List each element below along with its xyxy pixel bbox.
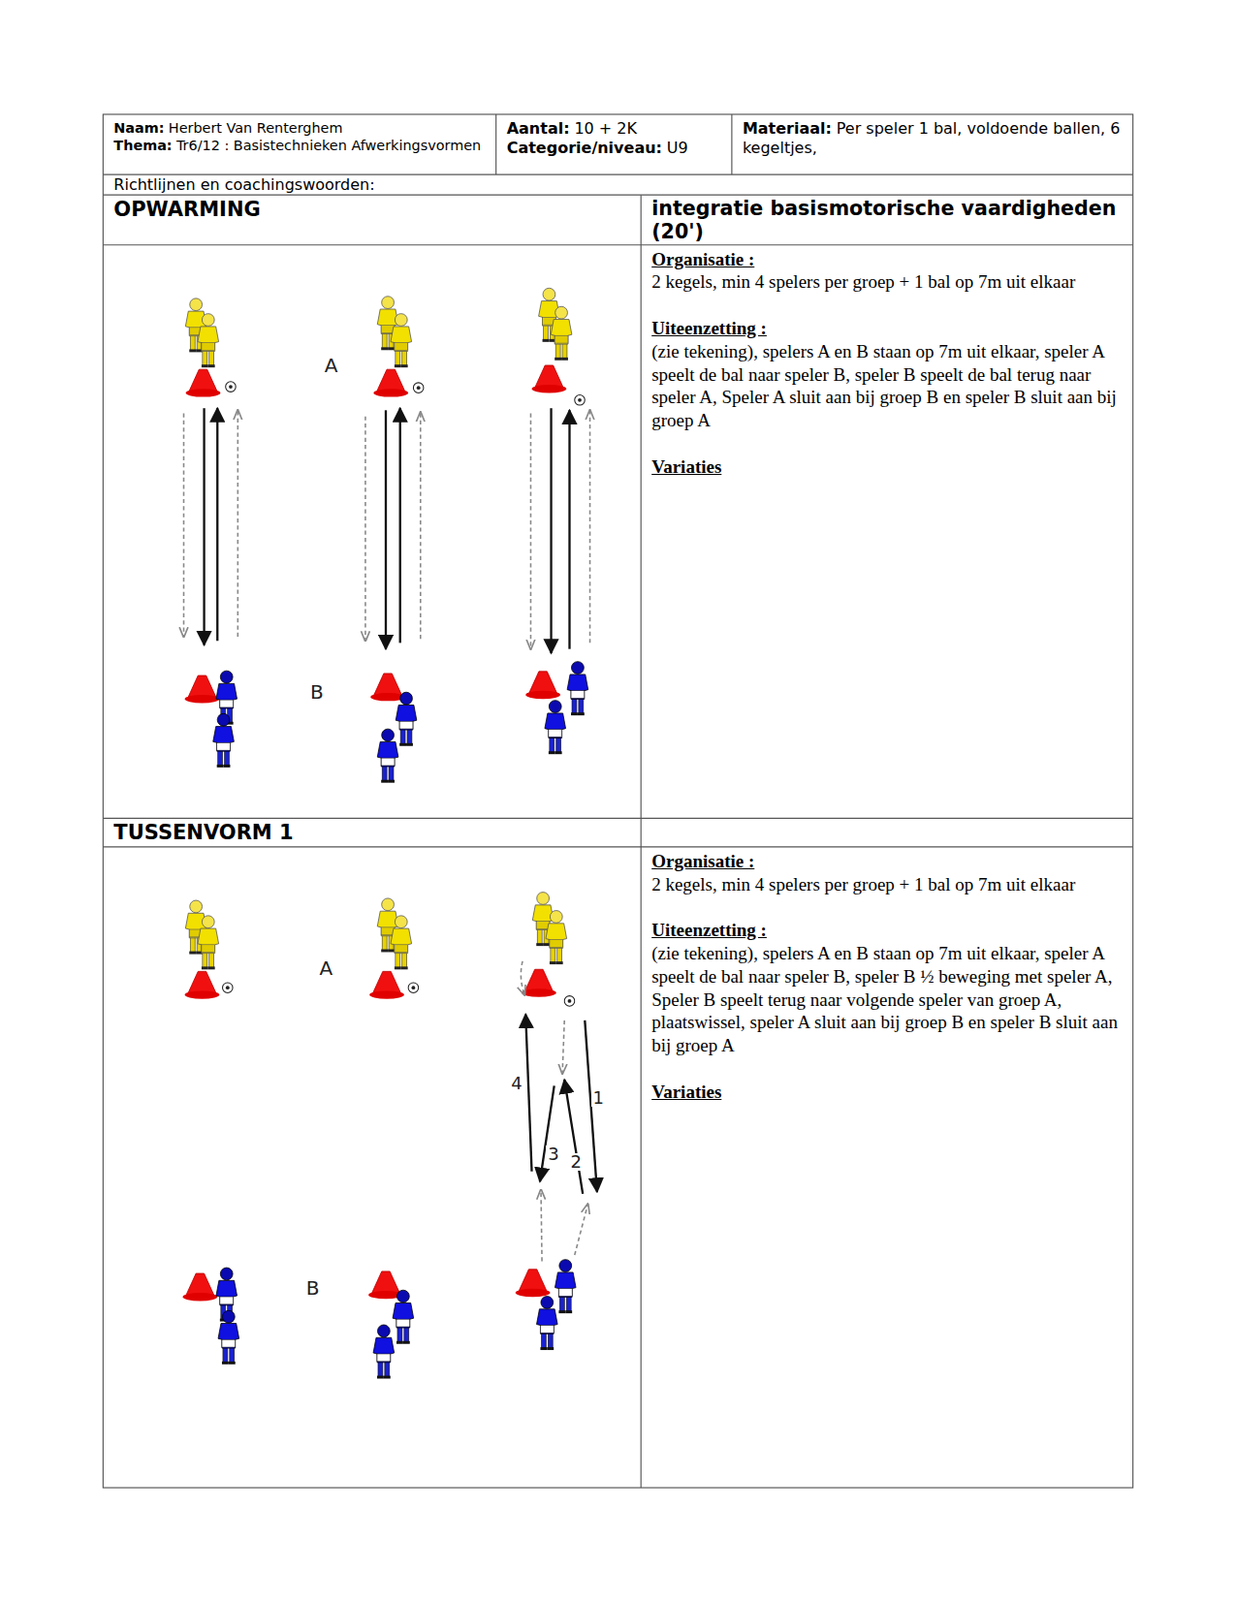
header-cell: Aantal:10 + 2KCategorie/niveau:U9 (497, 115, 731, 174)
cell-text: TUSSENVORM 1 (113, 821, 631, 845)
callout-number: 4 (508, 1075, 524, 1093)
subheading: Uiteenzetting : (651, 919, 1122, 943)
cell-text: 2 kegels, min 4 spelers per groep + 1 ba… (651, 873, 1122, 897)
cell-text: Aantal: (507, 119, 571, 138)
warmup-arrows (184, 408, 591, 654)
description-cell: Organisatie :2 kegels, min 4 spelers per… (641, 848, 1132, 1488)
cell-text: (zie tekening), spelers A en B staan op … (651, 340, 1122, 433)
section-title: integratie basismotorische vaardigheden … (641, 195, 1132, 245)
cell-text: Materiaal: (742, 119, 832, 138)
subheading: Organisatie : (651, 248, 1122, 272)
table-grid (102, 114, 1133, 1489)
callout-number: 3 (545, 1145, 561, 1164)
callout-number: 2 (568, 1153, 583, 1172)
cell-text: integratie basismotorische vaardigheden … (651, 197, 1122, 244)
cell-text: (zie tekening), spelers A en B staan op … (651, 942, 1122, 1058)
cell-text: Tr6/12 : Basistechnieken Afwerkingsvorme… (176, 137, 481, 154)
header-cell: Materiaal:Per speler 1 bal, voldoende ba… (732, 115, 1133, 174)
header-cell: Naam:Herbert Van RenterghemThema:Tr6/12 … (103, 115, 495, 174)
subheading: Variaties (651, 1080, 1122, 1105)
cell-text: Herbert Van Renterghem (168, 120, 344, 136)
description-cell: Organisatie :2 kegels, min 4 spelers per… (641, 246, 1132, 819)
group-label: B (304, 1278, 322, 1299)
group-label: B (308, 682, 326, 702)
warmup-players (185, 287, 589, 783)
section-heading: OPWARMING (103, 195, 640, 245)
drill-arrows (520, 961, 598, 1263)
group-label: A (322, 355, 341, 376)
cell-text: OPWARMING (113, 197, 631, 222)
cell-text: U9 (666, 138, 689, 158)
section-heading: TUSSENVORM 1 (103, 819, 640, 846)
cell-text: Naam: (113, 120, 164, 136)
group-label: A (316, 958, 335, 979)
subheading: Variaties (651, 455, 1122, 479)
cell-text: 10 + 2K (573, 119, 637, 138)
cell-text: Richtlijnen en coachingswoorden: (113, 175, 1122, 194)
cell-text: Categorie/niveau: (507, 138, 663, 158)
subheading: Uiteenzetting : (651, 316, 1122, 341)
callout-number: 1 (591, 1089, 606, 1108)
subheading: Organisatie : (651, 850, 1122, 874)
drill-players (182, 892, 576, 1380)
cell-text: 2 kegels, min 4 spelers per groep + 1 ba… (651, 270, 1122, 294)
guidelines-row: Richtlijnen en coachingswoorden: (103, 175, 1132, 194)
cell-text: Thema: (113, 137, 172, 154)
